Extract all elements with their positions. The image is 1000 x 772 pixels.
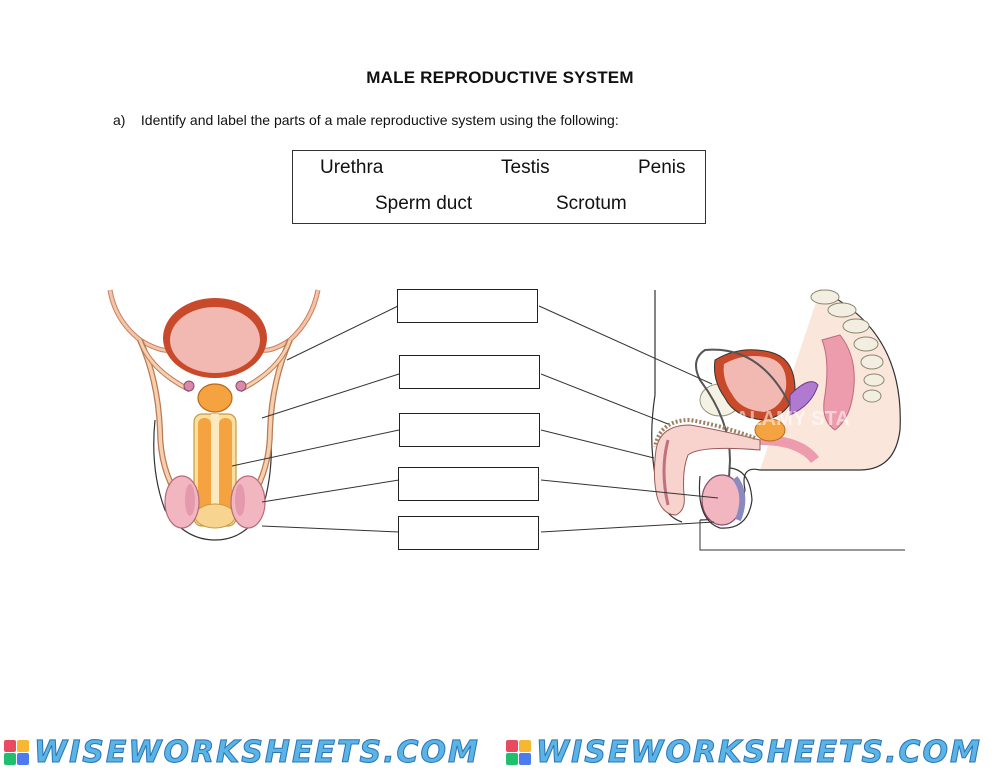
leader-line-left-4 bbox=[261, 479, 400, 503]
word-bank: Urethra Testis Penis Sperm duct Scrotum bbox=[292, 150, 706, 224]
leader-line-right-3 bbox=[540, 429, 655, 459]
word-bank-item: Urethra bbox=[320, 157, 384, 178]
word-bank-item: Penis bbox=[638, 157, 686, 178]
footer-brand-text: WISEWORKSHEETS.COM bbox=[536, 735, 982, 771]
leader-line-left-1 bbox=[286, 305, 399, 361]
leader-line-left-3 bbox=[231, 429, 400, 467]
page-title: MALE REPRODUCTIVE SYSTEM bbox=[366, 68, 634, 87]
word-bank-item: Scrotum bbox=[556, 193, 627, 214]
instruction-text: Identify and label the parts of a male r… bbox=[140, 112, 619, 128]
leader-line-right-1 bbox=[538, 305, 713, 385]
front-view-illustration bbox=[107, 289, 321, 541]
leader-lines bbox=[231, 305, 719, 533]
watermark-text: ALAMY STA bbox=[735, 408, 850, 430]
leader-line-left-2 bbox=[261, 373, 400, 419]
instruction: a) Identify and label the parts of a mal… bbox=[113, 112, 619, 128]
footer-brand-text: WISEWORKSHEETS.COM bbox=[34, 735, 480, 771]
leader-line-right-5 bbox=[540, 521, 715, 533]
label-box-2[interactable] bbox=[399, 355, 540, 389]
footer-branding: WISEWORKSHEETS.COM WISEWORKSHEETS.COM bbox=[0, 732, 1000, 772]
word-bank-item: Sperm duct bbox=[375, 193, 473, 214]
question-marker: a) bbox=[113, 112, 126, 128]
leader-line-right-4 bbox=[540, 479, 719, 499]
label-box-5[interactable] bbox=[398, 516, 539, 550]
wise-logo-icon bbox=[506, 740, 532, 766]
label-box-1[interactable] bbox=[397, 289, 538, 323]
side-view-illustration: ALAMY STA bbox=[651, 289, 905, 551]
word-bank-item: Testis bbox=[501, 157, 550, 178]
label-box-3[interactable] bbox=[399, 413, 540, 447]
leader-line-left-5 bbox=[261, 525, 400, 533]
wise-logo-icon bbox=[4, 740, 30, 766]
label-box-4[interactable] bbox=[398, 467, 539, 501]
leader-line-right-2 bbox=[540, 373, 669, 425]
